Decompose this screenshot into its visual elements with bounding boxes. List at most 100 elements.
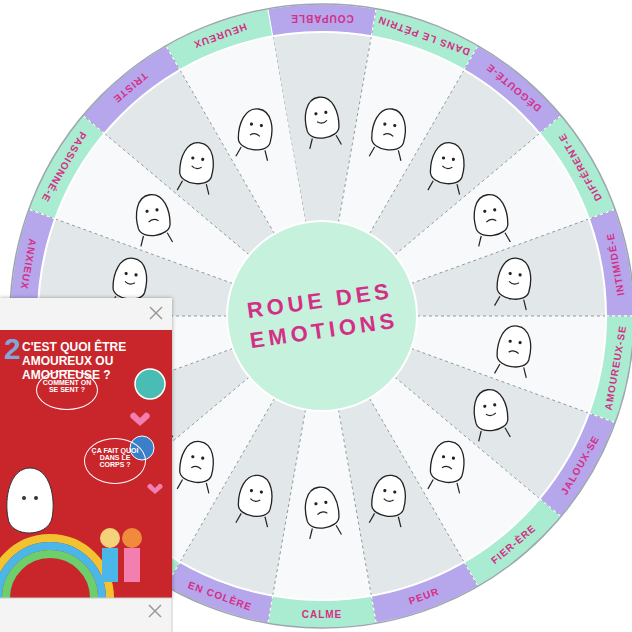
character-body xyxy=(471,192,509,237)
character-mouth xyxy=(383,499,393,502)
character-leg xyxy=(505,232,510,242)
character-body xyxy=(495,324,533,369)
character-body xyxy=(237,473,275,518)
character-eye xyxy=(452,158,456,162)
character-body xyxy=(302,95,340,140)
label-band xyxy=(464,46,561,134)
character-leg xyxy=(397,517,402,527)
label-band xyxy=(29,115,105,218)
emotion-character xyxy=(494,256,534,310)
label-band xyxy=(464,499,561,587)
character-body xyxy=(495,256,533,301)
character-mouth xyxy=(250,133,260,136)
close-mark xyxy=(149,605,161,617)
node-text: INTIMIDÉ-E xyxy=(605,232,627,297)
emotion-band: PEUR xyxy=(407,585,441,606)
node-text: ÇA FAIT QUOI DANS LE CORPS ? xyxy=(89,447,141,468)
character-leg xyxy=(336,135,341,145)
character-leg xyxy=(522,367,527,377)
character-eye xyxy=(493,403,497,407)
character-mouth xyxy=(317,120,327,123)
character-eye xyxy=(314,502,318,506)
character-body xyxy=(7,468,53,533)
emotion-band: TRISTE xyxy=(111,70,150,105)
character-mouth xyxy=(486,413,496,416)
node-text: TRISTE xyxy=(111,70,150,105)
character-eye xyxy=(134,273,138,277)
node-text: EN COLÈRE xyxy=(187,579,254,612)
emotion-band: DÉGOUTÉ-E xyxy=(484,62,544,114)
character-leg xyxy=(336,525,341,535)
center-disc xyxy=(227,221,417,411)
character-leg xyxy=(522,300,527,310)
wedge-divider xyxy=(370,398,479,586)
emotion-band: CALME xyxy=(302,609,343,620)
character-leg xyxy=(505,427,510,437)
character-eye xyxy=(483,404,487,408)
character-leg xyxy=(236,513,241,523)
character-leg xyxy=(236,146,241,156)
emotion-band: INTIMIDÉ-E xyxy=(605,232,627,297)
info-card: 2C'EST QUOI ÊTRE AMOUREUX OU AMOUREUSE ?… xyxy=(0,298,172,598)
speech-bubble: ÇA FAIT QUOI DANS LE CORPS ? xyxy=(84,438,146,484)
character-leg xyxy=(264,517,269,527)
character-eye xyxy=(34,496,38,500)
node-text: FIER-ÈRE xyxy=(489,522,538,566)
second-card xyxy=(0,598,172,632)
wedge-divider xyxy=(338,9,376,223)
character-mouth xyxy=(442,166,452,169)
character-leg xyxy=(167,232,172,242)
character-eye xyxy=(483,209,487,213)
character-leg xyxy=(428,180,433,190)
character-leg xyxy=(495,296,500,306)
wheel-wedge xyxy=(411,219,606,316)
node-text: PEUR xyxy=(407,585,441,606)
emotion-character xyxy=(427,439,467,493)
child-figure xyxy=(122,528,142,548)
emotion-character xyxy=(302,95,342,149)
character-leg xyxy=(140,236,145,246)
character-eye xyxy=(314,112,318,116)
character-eye xyxy=(155,208,159,212)
rainbow xyxy=(6,554,94,598)
emotion-band: COUPABLE xyxy=(290,13,353,24)
character-eye xyxy=(201,158,205,162)
character-leg xyxy=(308,139,313,149)
close-mark xyxy=(150,307,162,319)
character-leg xyxy=(205,483,210,493)
character-leg xyxy=(495,363,500,373)
character-eye xyxy=(508,339,512,343)
wedge-divider xyxy=(268,410,306,624)
character-body xyxy=(178,141,216,186)
character-mouth xyxy=(442,466,452,469)
node-text: COMMENT ON SE SENT ? xyxy=(41,379,93,393)
emotion-character xyxy=(471,387,511,441)
character-mouth xyxy=(509,281,519,284)
character-eye xyxy=(191,455,195,459)
character-mouth xyxy=(317,511,327,514)
character-leg xyxy=(477,236,482,246)
wheel-center: ROUE DES EMOTIONS xyxy=(239,275,406,357)
character-body xyxy=(471,387,509,432)
emotion-band: HEUREUX xyxy=(192,21,248,50)
character-mouth xyxy=(383,133,393,136)
node-text: ROUE DES EMOTIONS xyxy=(239,275,406,357)
character-eye xyxy=(324,501,328,505)
character-body xyxy=(429,439,467,484)
close-mark xyxy=(149,605,161,617)
character-eye xyxy=(442,156,446,160)
character-body xyxy=(237,107,275,152)
emotion-band: DIFFÉRENT-E xyxy=(556,131,604,203)
character-mouth xyxy=(191,466,201,469)
character-leg xyxy=(369,146,374,156)
character-leg xyxy=(205,184,210,194)
character-leg xyxy=(264,150,269,160)
character-leg xyxy=(177,479,182,489)
character-eye xyxy=(518,341,522,345)
rainbow xyxy=(0,546,102,598)
wedge-divider xyxy=(338,410,376,624)
emotion-band: FIER-ÈRE xyxy=(489,522,538,566)
emotion-character xyxy=(133,192,173,246)
character-body xyxy=(370,107,408,152)
